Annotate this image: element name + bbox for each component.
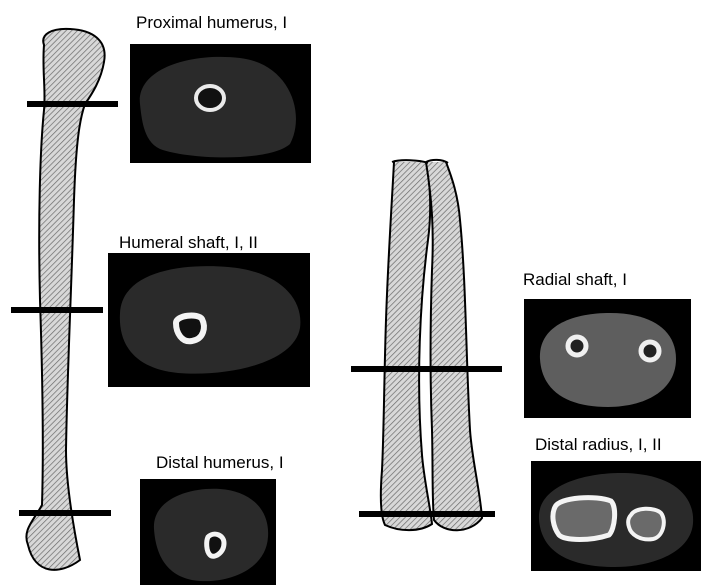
radius-bone [426,162,482,530]
ct-scan-radial-shaft [524,299,691,418]
ct-scan-distal-humerus [140,479,276,585]
ct-scan-distal-radius [531,461,701,571]
label-humeral-shaft: Humeral shaft, I, II [119,234,258,251]
ct-scan-proximal-humerus [130,44,311,163]
ct-scan-humeral-shaft [108,253,310,387]
label-distal-humerus: Distal humerus, I [156,454,284,471]
label-distal-radius: Distal radius, I, II [535,436,662,453]
label-radial-shaft: Radial shaft, I [523,271,627,288]
humerus-bone [26,29,104,570]
label-proximal-humerus: Proximal humerus, I [136,14,287,31]
ulna-bone [381,162,432,530]
